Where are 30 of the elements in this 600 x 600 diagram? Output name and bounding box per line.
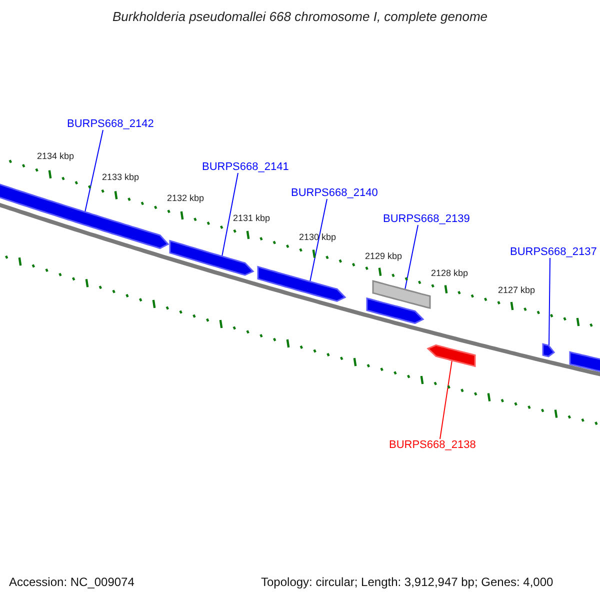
gene-label: BURPS668_2137 bbox=[510, 246, 597, 258]
scale-label: 2127 kbp bbox=[498, 285, 536, 295]
leader-line bbox=[222, 172, 238, 257]
gene-feature bbox=[426, 344, 476, 368]
scale-label: 2128 kbp bbox=[431, 268, 468, 278]
diagram-title: Burkholderia pseudomallei 668 chromosome I, complete genome bbox=[111, 9, 489, 24]
scale-label: 2133 kbp bbox=[102, 172, 140, 182]
scale-label: 2132 kbp bbox=[167, 193, 204, 203]
leader-line bbox=[440, 360, 452, 440]
scale-label: 2129 kbp bbox=[365, 251, 402, 261]
footer-text: Topology: circular; Length: 3,912,947 bp; Genes: 4,000 bbox=[261, 575, 554, 589]
gene-label: BURPS668_2140 bbox=[291, 187, 378, 199]
gene-label: BURPS668_2139 bbox=[383, 213, 470, 225]
gene-feature bbox=[542, 343, 556, 358]
gene-label: BURPS668_2138 bbox=[389, 439, 476, 451]
leader-line bbox=[548, 258, 550, 346]
scale-label: 2134 kbp bbox=[37, 151, 74, 161]
scale-label: 2130 kbp bbox=[299, 232, 336, 242]
scale-label: 2131 kbp bbox=[233, 213, 270, 223]
gene-feature bbox=[372, 280, 431, 310]
gene-label: BURPS668_2141 bbox=[202, 161, 289, 173]
leader-line bbox=[84, 130, 104, 212]
gene-label: BURPS668_2142 bbox=[67, 118, 154, 130]
gene-feature bbox=[366, 297, 424, 324]
gene-feature bbox=[257, 266, 346, 302]
leader-line bbox=[404, 224, 418, 290]
footer-text: Accession: NC_009074 bbox=[9, 575, 134, 589]
gene-feature bbox=[169, 240, 254, 276]
gene-feature bbox=[569, 351, 600, 372]
leader-line bbox=[310, 198, 328, 282]
